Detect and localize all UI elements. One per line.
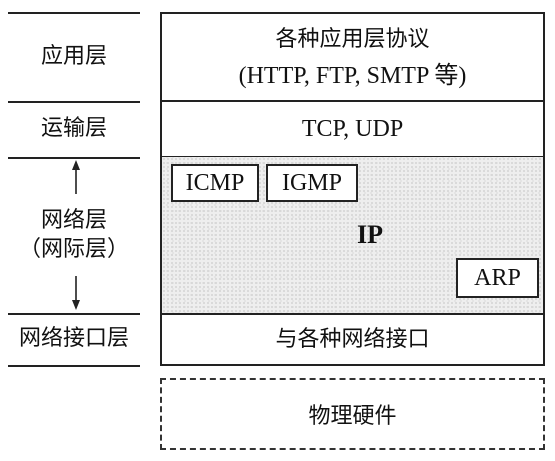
ip-protocol-label: IP <box>357 220 383 249</box>
igmp-protocol-box: IGMP <box>266 164 358 202</box>
icmp-protocol-box: ICMP <box>171 164 259 202</box>
application-protocols-list: (HTTP, FTP, SMTP 等) <box>238 63 467 90</box>
transport-layer-label: 运输层 <box>40 116 107 142</box>
transport-protocols-box: TCP, UDP <box>160 100 545 158</box>
network-interface-box: 与各种网络接口 <box>160 313 545 366</box>
application-protocols-title: 各种应用层协议 <box>275 26 430 52</box>
left-divider-app-transport <box>8 101 140 103</box>
left-divider-top <box>8 12 140 14</box>
application-layer-label: 应用层 <box>40 43 107 69</box>
left-divider-bottom <box>8 365 140 367</box>
application-protocols-box: 各种应用层协议 (HTTP, FTP, SMTP 等) <box>160 12 545 102</box>
interface-layer-label: 网络接口层 <box>18 326 129 352</box>
physical-hardware-box: 物理硬件 <box>160 378 545 450</box>
transport-protocols-text: TCP, UDP <box>301 115 404 142</box>
arp-protocol-box: ARP <box>456 258 539 298</box>
left-divider-network-interface <box>8 313 140 315</box>
network-layer-label: 网络层 （网际层） <box>8 200 140 272</box>
network-layer-label-alt: （网际层） <box>18 237 129 262</box>
left-divider-transport-network <box>8 157 140 159</box>
network-layer-span-arrow <box>72 160 80 310</box>
network-layer-label-main: 网络层 <box>40 208 107 234</box>
network-interface-text: 与各种网络接口 <box>275 326 430 352</box>
